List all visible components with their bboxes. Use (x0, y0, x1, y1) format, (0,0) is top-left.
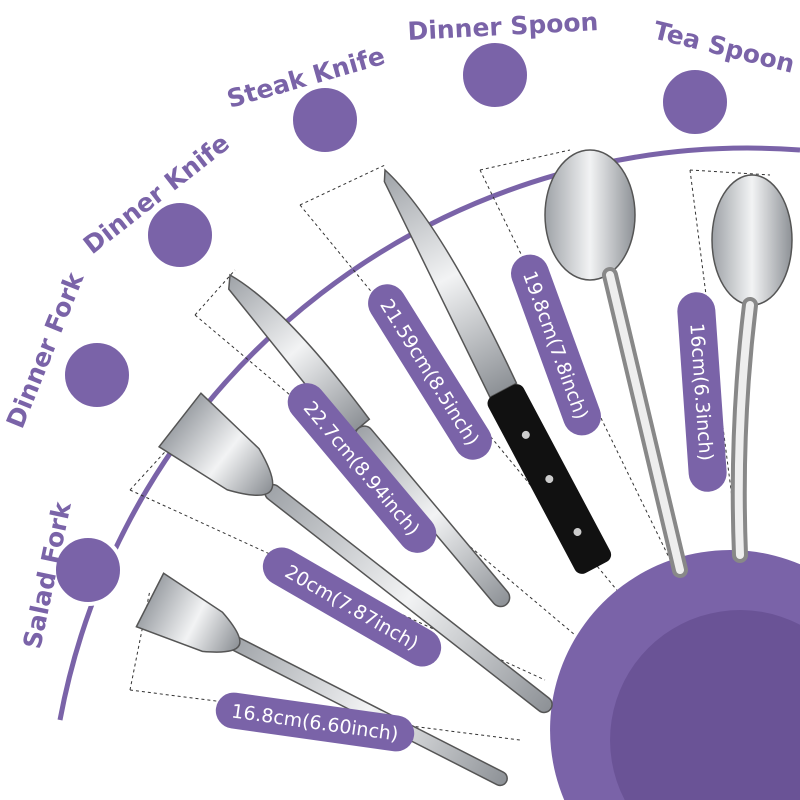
tea-spoon-image (711, 174, 793, 563)
label-tea-spoon: Tea Spoon (651, 16, 798, 79)
dot-steak-knife (289, 84, 361, 156)
dot-tea-spoon (659, 66, 731, 138)
size-dinner-fork: 20cm(7.87inch) (281, 561, 422, 655)
label-dinner-spoon: Dinner Spoon (407, 7, 599, 46)
dot-salad-fork (52, 534, 124, 606)
dot-dinner-spoon (459, 39, 531, 111)
category-dots (52, 39, 731, 606)
dinner-spoon-image (544, 149, 688, 578)
dot-dinner-fork (61, 339, 133, 411)
size-pill-tea-spoon: 16cm(6.3inch) (677, 292, 727, 492)
size-pill-dinner-knife: 22.7cm(8.94inch) (287, 383, 437, 553)
size-pill-salad-fork: 16.8cm(6.60inch) (215, 692, 415, 752)
plate (550, 550, 800, 800)
steak-knife-image (383, 168, 612, 574)
dinner-fork-image (157, 392, 553, 714)
salad-fork-image (135, 572, 508, 787)
dot-dinner-knife (144, 199, 216, 271)
